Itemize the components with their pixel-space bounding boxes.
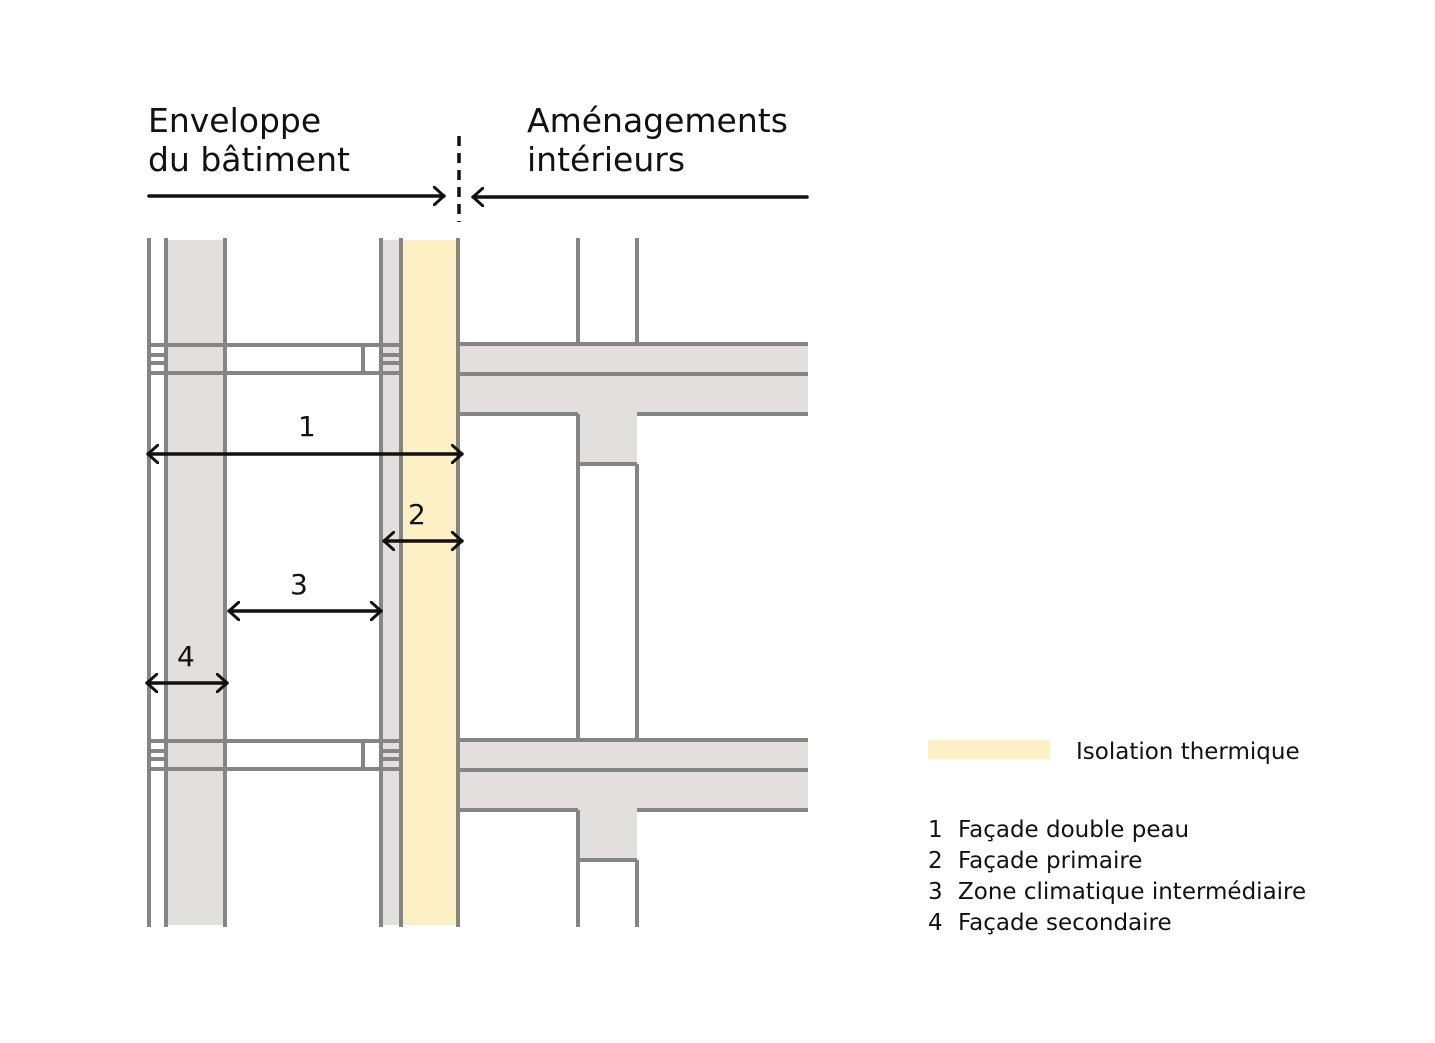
legend-item-number: 3	[928, 879, 943, 905]
dimension-arrows	[145, 454, 464, 683]
legend-insulation-swatch	[928, 740, 1050, 759]
legend-item-label: Façade primaire	[958, 848, 1142, 874]
thermal-insulation-layer	[403, 240, 458, 925]
structure-fills	[166, 240, 808, 925]
dimension-label-1: 1	[298, 410, 316, 443]
primary-facade-cladding-fill	[381, 240, 403, 925]
legend-item-label: Zone climatique intermédiaire	[958, 879, 1306, 905]
legend-insulation-label: Isolation thermique	[1076, 739, 1300, 765]
upper-slab-fill	[460, 344, 808, 414]
legend-item-number: 4	[928, 910, 943, 936]
legend-item-label: Façade double peau	[958, 817, 1189, 843]
dimension-label-3: 3	[290, 568, 308, 601]
structure-lines	[147, 238, 808, 927]
dimension-label-4: 4	[177, 640, 195, 673]
legend-item-number: 2	[928, 848, 943, 874]
envelope-heading-line2: du bâtiment	[148, 140, 350, 179]
lower-slab-fill	[460, 740, 808, 810]
legend: Isolation thermique 1 Façade double peau…	[928, 739, 1306, 936]
interior-heading-line2: intérieurs	[527, 140, 685, 179]
secondary-facade-fill	[166, 240, 225, 925]
interior-heading-line1: Aménagements	[527, 101, 788, 140]
dimension-label-2: 2	[408, 498, 426, 531]
legend-item-number: 1	[928, 817, 943, 843]
boundary-indicator	[147, 136, 809, 222]
lower-beam-fill	[578, 810, 637, 860]
envelope-heading-line1: Enveloppe	[148, 101, 321, 140]
legend-item-label: Façade secondaire	[958, 910, 1172, 936]
upper-beam-fill	[578, 414, 637, 464]
